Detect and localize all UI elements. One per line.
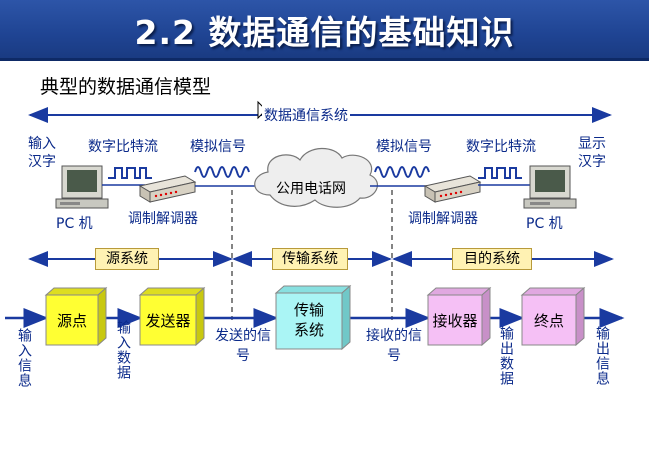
digital-wave-right-icon: [478, 167, 522, 179]
pc-left-icon: [55, 165, 109, 209]
digital-stream-left-label: 数字比特流: [88, 139, 158, 155]
analog-wave-left-icon: [194, 166, 250, 178]
slide-title: 2.2 数据通信的基础知识: [134, 13, 515, 52]
pc-left-label: PC 机: [56, 216, 93, 232]
digital-wave-left-icon: [108, 167, 152, 179]
cloud-icon: [254, 147, 378, 208]
modem-left-icon: [138, 175, 197, 203]
transmission-system-box: 传输系统: [272, 248, 348, 270]
source-system-box: 源系统: [95, 248, 159, 270]
modem-right-icon: [423, 175, 482, 203]
output-data-label: 输出数据: [498, 326, 514, 386]
modem-left-label: 调制解调器: [128, 211, 198, 227]
analog-left-label: 模拟信号: [190, 139, 246, 155]
block-transmitter: [138, 286, 206, 347]
destination-system-box: 目的系统: [452, 248, 532, 270]
input-text-label: 输入汉字: [28, 136, 56, 170]
sent-signal-label: 发送的信号: [215, 328, 271, 364]
analog-right-label: 模拟信号: [376, 139, 432, 155]
title-bar: 2.2 数据通信的基础知识: [0, 0, 649, 61]
input-info-label: 输入信息: [16, 328, 32, 388]
block-receiver-label: 接收器: [432, 312, 478, 330]
block-source-point-label: 源点: [56, 312, 87, 330]
block-receiver: [426, 286, 492, 347]
output-info-label: 输出信息: [594, 326, 610, 386]
display-text-label: 显示汉字: [578, 136, 606, 170]
cloud-label: 公用电话网: [276, 181, 346, 197]
input-data-label: 输入数据: [115, 320, 131, 380]
pc-right-label: PC 机: [526, 216, 563, 232]
subtitle: 典型的数据通信模型: [40, 76, 212, 98]
system-label: 数据通信系统: [262, 105, 350, 125]
received-signal-label: 接收的信号: [366, 328, 422, 364]
digital-stream-right-label: 数字比特流: [466, 139, 536, 155]
modem-right-label: 调制解调器: [408, 211, 478, 227]
block-transmission-system: [274, 284, 352, 351]
pc-right-icon: [523, 165, 577, 209]
analog-wave-right-icon: [374, 166, 430, 178]
block-destination-point: [520, 286, 586, 347]
block-transmitter-label: 发送器: [145, 312, 191, 330]
block-destination-point-label: 终点: [533, 312, 564, 330]
block-source-point: [44, 286, 108, 347]
block-transmission-system-label: 传输系统: [293, 301, 324, 339]
